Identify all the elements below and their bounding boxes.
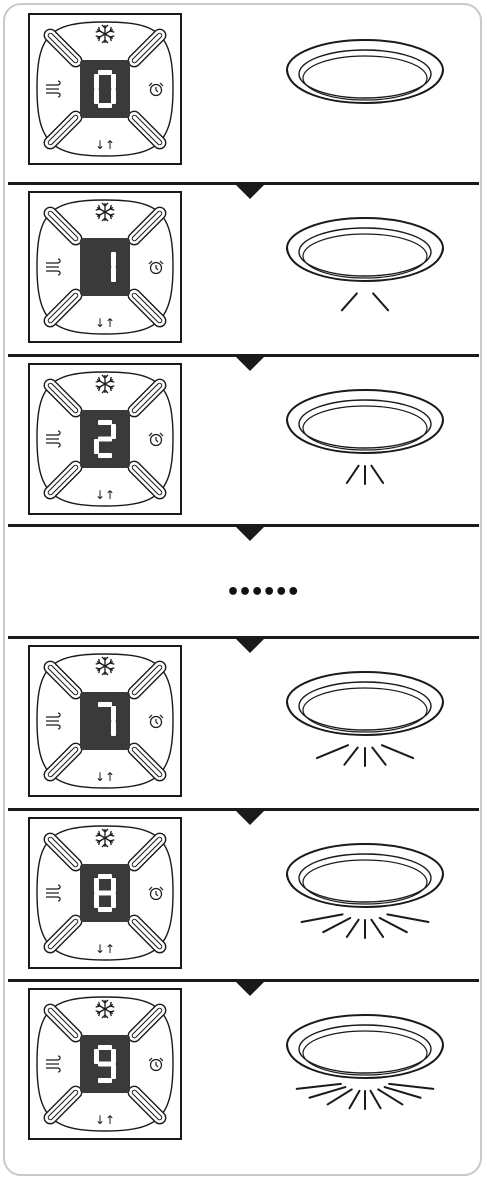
swing-arrows-icon: ↓↑ [95, 942, 115, 956]
down-arrow-icon [236, 185, 264, 199]
light-ray [372, 748, 385, 765]
ceiling-lamp [270, 650, 460, 800]
light-ray [302, 914, 343, 922]
swing-arrows-icon: ↓↑ [95, 138, 115, 152]
light-ray [382, 745, 413, 758]
light-ray [317, 745, 348, 758]
down-arrow-icon [236, 639, 264, 653]
control-panel: ↓↑ [27, 816, 185, 972]
light-ray [380, 918, 407, 932]
swing-arrows-icon: ↓↑ [95, 1113, 115, 1127]
light-ray [371, 466, 383, 483]
down-arrow-icon [236, 357, 264, 371]
control-panel: ↓↑ [27, 644, 185, 800]
light-ray [323, 918, 350, 932]
down-arrow-icon [236, 811, 264, 825]
ceiling-lamp [270, 196, 460, 346]
light-ray [349, 1091, 359, 1109]
control-panel: ↓↑ [27, 190, 185, 346]
down-arrow-icon [236, 527, 264, 541]
ceiling-lamp [270, 18, 460, 168]
swing-arrows-icon: ↓↑ [95, 488, 115, 502]
light-ray [297, 1084, 341, 1089]
light-ray [373, 293, 388, 310]
light-ray [347, 466, 359, 483]
ceiling-lamp [270, 993, 460, 1143]
light-ray [389, 1084, 433, 1089]
light-ray [387, 914, 428, 922]
control-panel: ↓↑ [27, 987, 185, 1143]
swing-arrows-icon: ↓↑ [95, 770, 115, 784]
light-ray [371, 920, 383, 937]
ceiling-lamp [270, 368, 460, 518]
control-panel: ↓↑ [27, 12, 185, 168]
light-ray [344, 748, 357, 765]
swing-arrows-icon: ↓↑ [95, 316, 115, 330]
down-arrow-icon [236, 982, 264, 996]
control-panel: ↓↑ [27, 362, 185, 518]
light-ray [342, 293, 357, 310]
ceiling-lamp [270, 822, 460, 972]
ellipsis-text: •••••• [226, 582, 298, 604]
light-ray [347, 920, 359, 937]
light-ray [370, 1091, 380, 1109]
